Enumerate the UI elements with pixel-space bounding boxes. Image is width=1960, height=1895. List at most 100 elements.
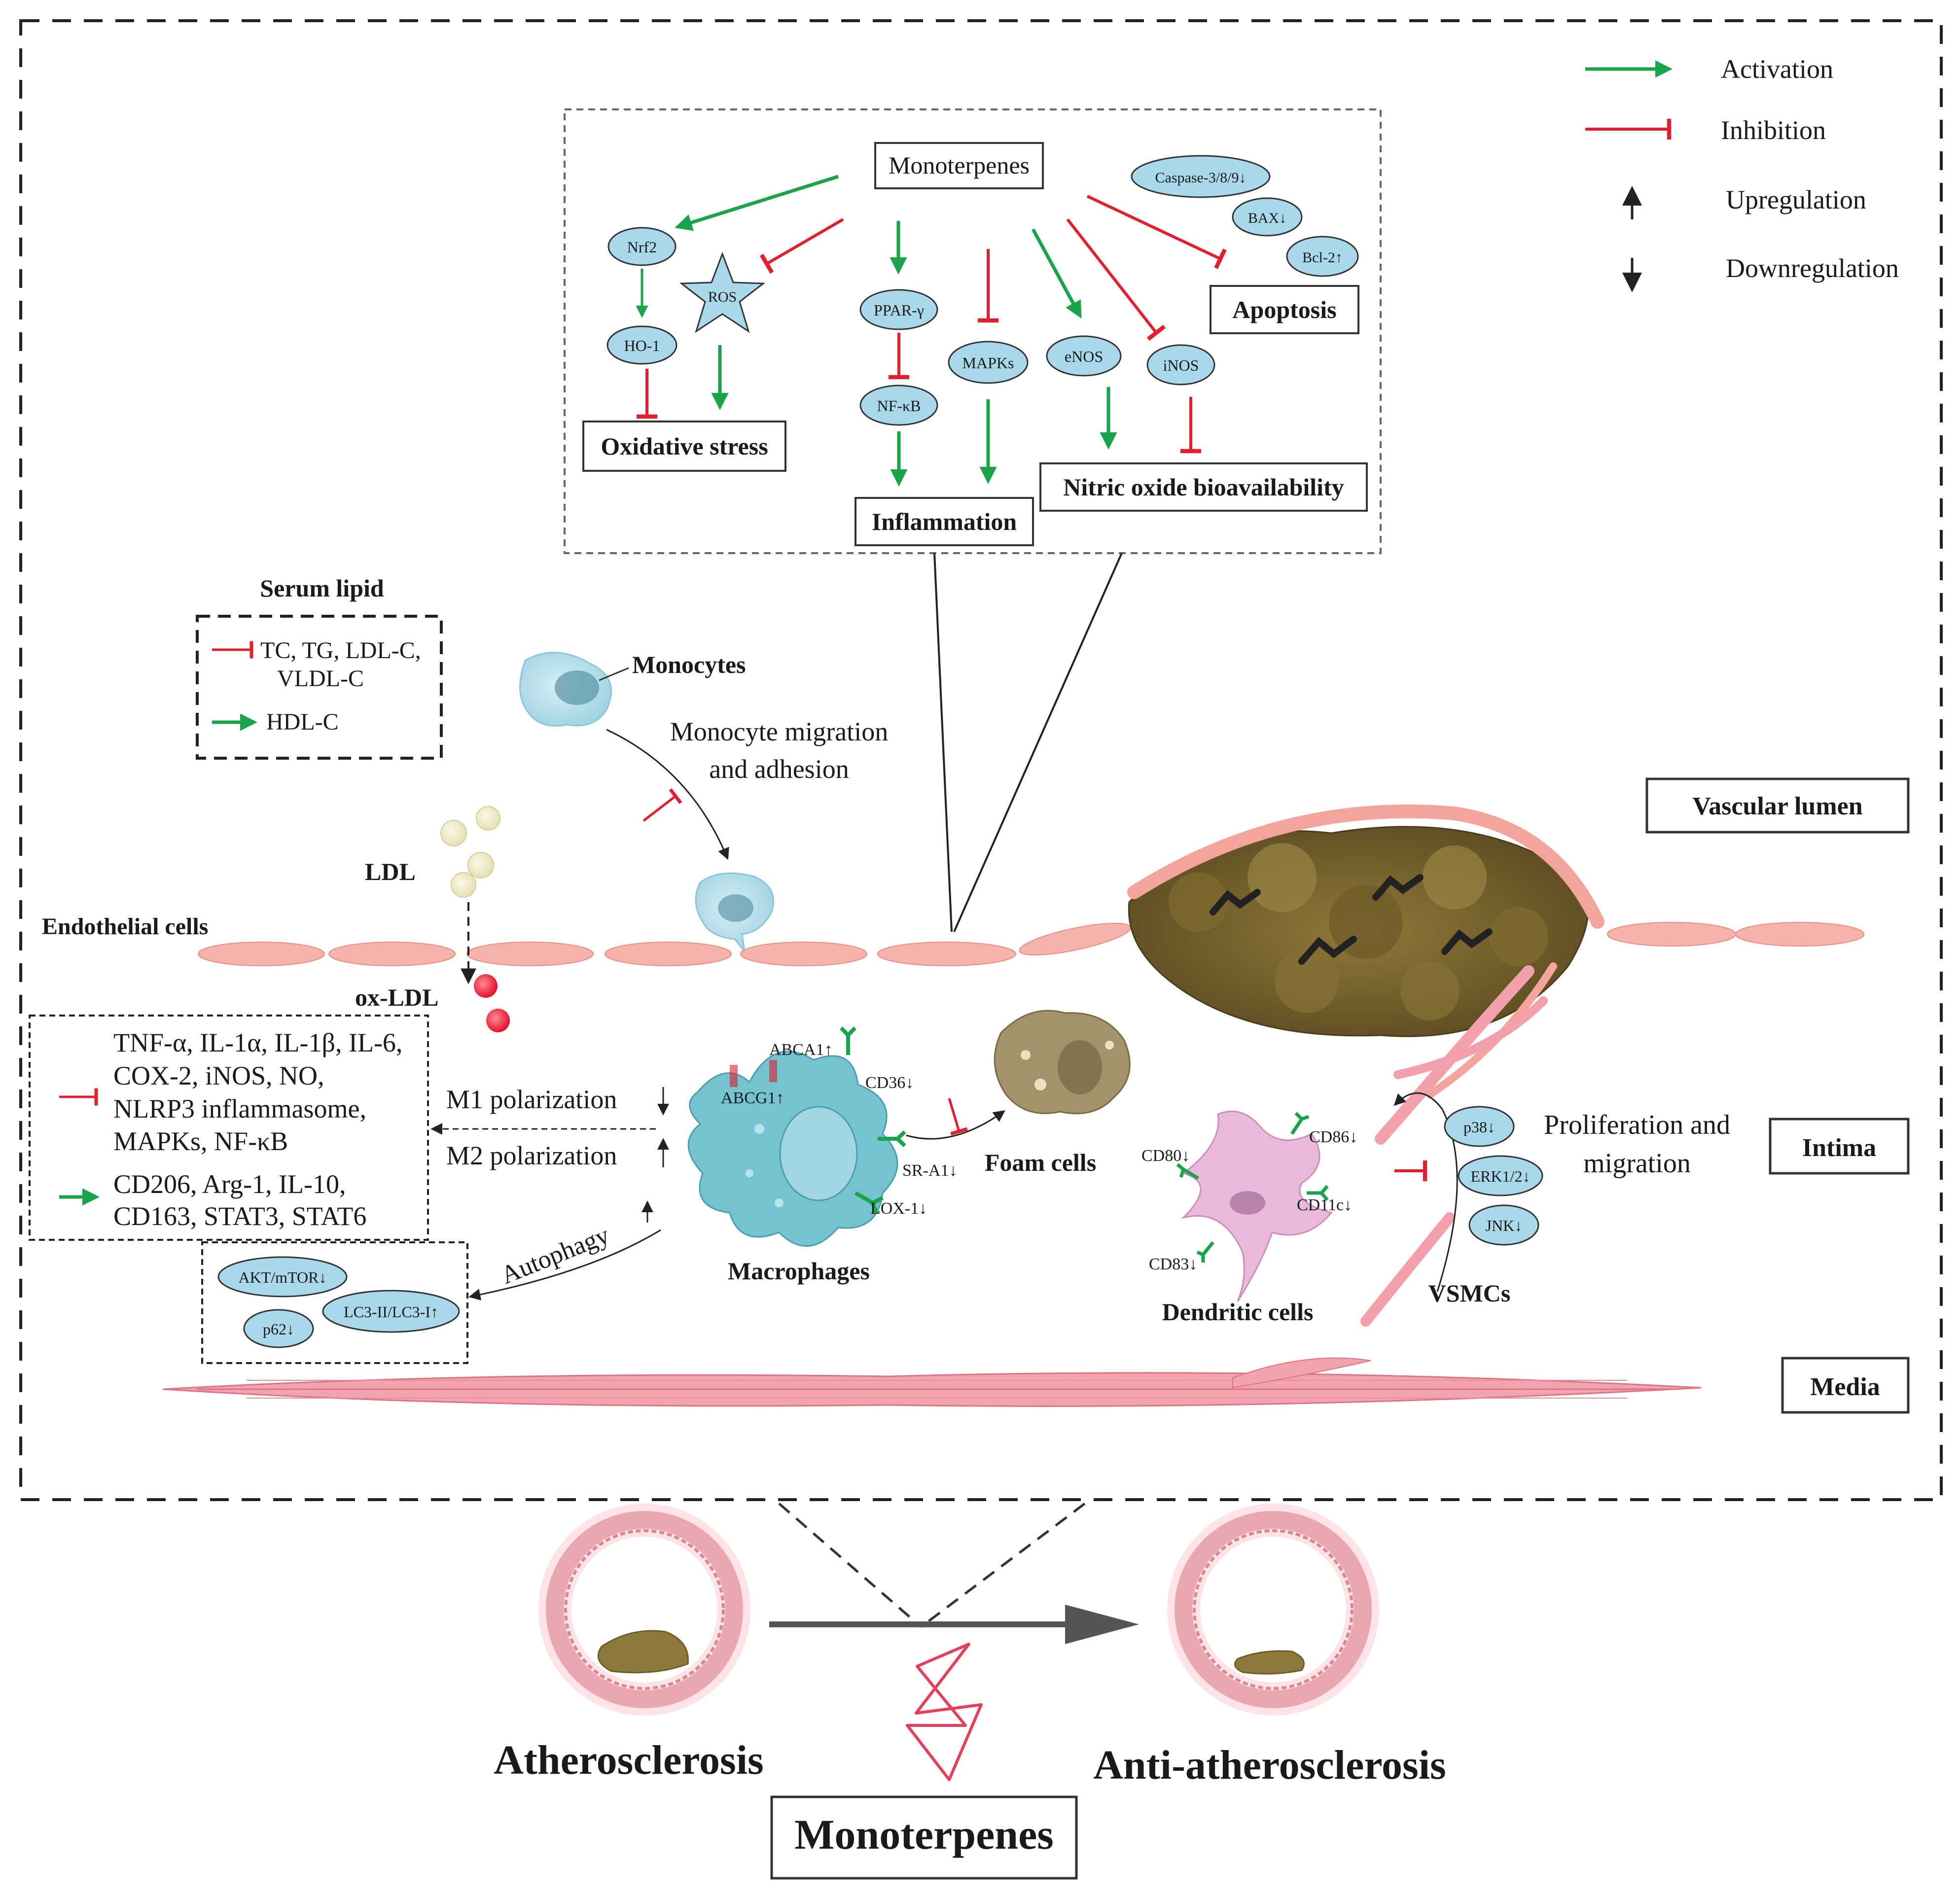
lightning-icon [906, 1643, 983, 1781]
inhibited-line-1: TNF-α, IL-1α, IL-1β, IL-6, [113, 1028, 402, 1057]
macrophage-vesicle [775, 1198, 784, 1207]
vsmcs-label: VSMCs [1428, 1279, 1511, 1307]
bcl2-node [1286, 236, 1359, 277]
proliferation-line-2: migration [1583, 1148, 1691, 1179]
mapks-label: MAPKs [962, 354, 1014, 372]
bottom-panel: Atherosclerosis Anti-atherosclerosis Mon… [494, 1503, 1446, 1880]
ppar-node [859, 289, 938, 330]
caspase-label: Caspase-3/8/9↓ [1155, 170, 1247, 186]
macrophage-to-foam-arrow [906, 1110, 1005, 1140]
treated-artery [1167, 1504, 1379, 1716]
monocyte-migration-1: Monocyte migration [670, 717, 888, 746]
serum-activated: HDL-C [266, 709, 339, 735]
migration-inhibit [642, 788, 682, 822]
m2-polarization: M2 polarization [446, 1141, 617, 1170]
foam-cells-label: Foam cells [985, 1149, 1096, 1176]
ldl-particle [467, 852, 494, 878]
vsmc-cell [1393, 996, 1548, 1079]
endothelial-cells-label: Endothelial cells [42, 913, 208, 940]
erk-node [1458, 1155, 1543, 1196]
cd83-receptor [1196, 1241, 1214, 1263]
ppar-label: PPAR-γ [874, 301, 924, 319]
bcl2-label: Bcl-2↑ [1302, 249, 1343, 266]
zoom-line-left [778, 1503, 922, 1628]
migration-arrow [606, 729, 729, 860]
macrophage-vesicle [754, 1124, 764, 1134]
inos-label: iNOS [1163, 356, 1199, 374]
dendritic-cell-group: CD80↓ CD86↓ CD11c↓ CD83↓ Dendritic cells [1141, 1110, 1427, 1326]
abca1-label: ABCA1↑ [769, 1041, 832, 1059]
cd86-label: CD86↓ [1309, 1128, 1357, 1146]
endothelial-cell [328, 942, 456, 966]
artery-media [564, 1529, 725, 1690]
endothelium [198, 922, 1864, 966]
oxidative-stress-box [582, 421, 786, 472]
bax-label: BAX↓ [1248, 210, 1286, 226]
plaque-fibrous-cap [1127, 804, 1604, 929]
ho1-node [606, 325, 677, 365]
artery-wall [546, 1511, 743, 1708]
monoterpenes-source-box [874, 142, 1044, 189]
mechanism-box-border [564, 108, 1382, 554]
plaque-foam-cell [1275, 949, 1339, 1013]
serum-lipid-panel: Serum lipid TC, TG, LDL-C, VLDL-C HDL-C [196, 574, 443, 760]
plaque-debris [1210, 889, 1261, 915]
lox1-label: LOX-1↓ [870, 1199, 927, 1218]
endothelial-cell [198, 942, 325, 966]
vsmc-group: p38↓ ERK1/2↓ JNK↓ Proliferation and migr… [1360, 965, 1730, 1327]
sra1-receptor [878, 1130, 906, 1147]
connector-line-left [933, 553, 953, 932]
artery-plaque-large [597, 1630, 689, 1674]
arrow-to-nrf2 [675, 175, 839, 231]
artery-media [1193, 1529, 1354, 1690]
endothelial-cell [877, 942, 1016, 966]
erk-label: ERK1/2↓ [1471, 1167, 1531, 1185]
zoom-line-right [920, 1503, 1086, 1628]
cd36-receptor [840, 1026, 856, 1055]
ldl-particle [476, 806, 500, 831]
atherosclerosis-label: Atherosclerosis [494, 1737, 763, 1783]
cd36-label: CD36↓ [865, 1074, 914, 1092]
enos-node [1046, 335, 1122, 377]
ldl-label: LDL [365, 858, 416, 885]
jnk-label: JNK↓ [1486, 1217, 1523, 1234]
monocyte-migration-2: and adhesion [709, 754, 849, 784]
macrophage-vesicle [746, 1169, 753, 1177]
jnk-node [1468, 1204, 1539, 1246]
endothelial-cell [605, 942, 732, 966]
oxidative-stress: Oxidative stress [601, 432, 768, 460]
plaque-foam-cell [1169, 873, 1228, 932]
cd11c-label: CD11c↓ [1297, 1196, 1352, 1214]
inhibited-line-2: COX-2, iNOS, NO, [113, 1061, 324, 1090]
legend: Activation Inhibition Upregulation Downr… [1585, 54, 1899, 292]
inhibited-line-3: NLRP3 inflammasome, [113, 1094, 366, 1123]
monocytes-label: Monocytes [632, 651, 746, 678]
inhibited-line-4: MAPKs, NF-κB [113, 1126, 288, 1156]
p62-node [243, 1309, 314, 1348]
anti-atherosclerosis-label: Anti-atherosclerosis [1093, 1742, 1446, 1788]
monoterpenes-bottom-box [770, 1795, 1078, 1880]
media: Media [1810, 1373, 1880, 1401]
intima: Intima [1802, 1134, 1876, 1162]
legend-inhibition: Inhibition [1721, 115, 1826, 145]
plaque [1127, 804, 1604, 1098]
nitric-oxide: Nitric oxide bioavailability [1063, 473, 1344, 501]
connector-line-right [953, 553, 1123, 932]
arrow-to-enos [1031, 228, 1082, 319]
media-layer [162, 1357, 1702, 1407]
bax-node [1232, 197, 1303, 237]
akt-node [217, 1256, 348, 1298]
artery-lumen [1200, 1537, 1346, 1683]
ldl-particle [440, 820, 467, 846]
artery-plaque-small [1234, 1650, 1305, 1675]
plaque-foam-cell [1423, 845, 1487, 910]
nrf2-node [607, 227, 677, 266]
foam-cell-group: Foam cells [906, 1010, 1131, 1176]
polarization-box [29, 1015, 429, 1241]
plaque-foam-cell [1489, 907, 1548, 966]
artery-wall [1175, 1511, 1372, 1708]
foam-cell-nucleus [1058, 1040, 1102, 1094]
vascular-lumen: Vascular lumen [1692, 792, 1862, 820]
